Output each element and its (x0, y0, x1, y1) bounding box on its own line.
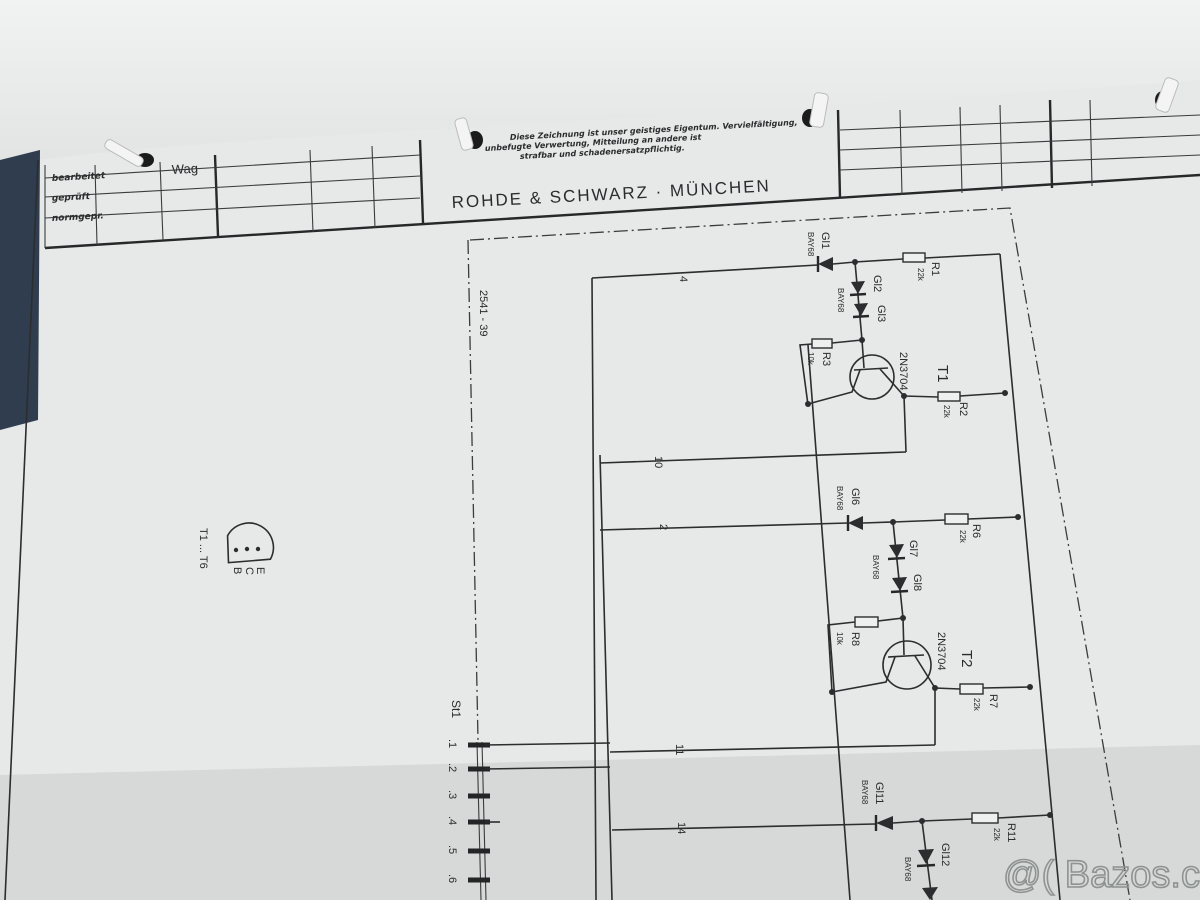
connector-pin (468, 742, 490, 748)
diode-gl11 (876, 816, 893, 830)
wire-label-11: 11 (673, 744, 685, 755)
r6-value-label: 22k (958, 530, 967, 544)
stage-t1 (799, 252, 1008, 453)
t1-ref-label: T1 (934, 365, 951, 383)
gl11-value-label: BAY68 (860, 780, 869, 805)
binder-edge (0, 150, 40, 430)
connector-pin (468, 877, 490, 883)
emitter-rail (807, 344, 851, 900)
gl8-ref-label: Gl8 (911, 574, 923, 591)
gl3-ref-label: Gl3 (875, 305, 887, 322)
gl1-value-label: BAY68 (806, 232, 815, 257)
resistor-r3 (811, 338, 833, 349)
gl7-value-label: BAY68 (871, 555, 880, 580)
wire-label-14: 14 (675, 822, 687, 834)
r11-ref-label: R11 (1005, 823, 1017, 842)
pin-b: B (231, 567, 243, 574)
stage-t2 (827, 513, 1033, 745)
connector-pin (468, 848, 490, 854)
bus-line-a (591, 277, 597, 900)
connector-pin (468, 793, 490, 799)
connector-st1: St1 .1 .2 .3 .4 .5 .6 (446, 700, 611, 900)
wire-10 (599, 451, 907, 464)
resistor-r11 (971, 812, 999, 824)
wire-11 (609, 744, 936, 753)
r3-value-label: 10k (806, 352, 815, 366)
row-label-normgepr: normgepr. (52, 211, 104, 224)
r7-ref-label: R7 (987, 694, 999, 708)
gl12-value-label: BAY68 (903, 857, 912, 882)
diode-gl3 (854, 303, 868, 316)
resistor-r7 (959, 683, 984, 695)
gl12-ref-label: Gl12 (939, 843, 951, 866)
wire-2 (599, 522, 849, 531)
pin-e: E (254, 567, 266, 574)
r2-value-label: 22k (942, 405, 951, 419)
connector-pin-label: .4 (446, 816, 458, 825)
drawing-number: 2541 - 39 (477, 290, 489, 336)
resistor-r8 (854, 616, 879, 628)
module-outline-left (467, 239, 479, 741)
gl1-ref-label: Gl1 (819, 232, 831, 249)
diode-gl8 (892, 577, 907, 591)
row-label-bearbeitet: bearbeitet (52, 171, 107, 184)
gl2-ref-label: Gl2 (871, 275, 883, 292)
r1-ref-label: R1 (929, 262, 941, 276)
r2-ref-label: R2 (957, 402, 969, 416)
transistor-t1 (849, 354, 895, 400)
t2-value-label: 2N3704 (935, 632, 947, 671)
r11-value-label: 22k (992, 828, 1001, 842)
r6-ref-label: R6 (970, 524, 982, 538)
transistor-pinout: E C B T1 ... T6 (197, 522, 275, 575)
connector-pin (468, 819, 490, 825)
gl2-value-label: BAY68 (836, 288, 845, 313)
name-cell: Wag (171, 161, 198, 177)
connector-pin-label: .2 (446, 763, 458, 772)
supply-rail (999, 253, 1061, 900)
diode-gl12 (918, 849, 934, 864)
transistor-t2 (882, 640, 932, 690)
connector-pin-label: .1 (446, 739, 458, 748)
pinout-label: T1 ... T6 (197, 528, 209, 569)
diode-gl6 (848, 516, 863, 530)
t2-ref-label: T2 (958, 650, 975, 668)
gl6-value-label: BAY68 (835, 486, 844, 511)
t1-value-label: 2N3704 (897, 352, 909, 391)
diode-gl1 (818, 257, 833, 271)
row-label-geprueft: geprüft (52, 192, 91, 204)
connector-pin-label: .6 (446, 874, 458, 883)
connector-name: St1 (449, 700, 463, 718)
r7-value-label: 22k (972, 698, 981, 712)
wire-label-2: 2 (657, 524, 669, 530)
connector-pin-label: .5 (446, 845, 458, 854)
wire-label-10: 10 (652, 456, 664, 468)
r8-value-label: 10k (835, 632, 844, 646)
diode-gl7 (889, 544, 904, 558)
wire-4 (591, 264, 819, 279)
module-outline (469, 207, 1131, 900)
lower-page-shadow (0, 745, 1200, 900)
r1-value-label: 22k (916, 268, 925, 282)
diode-gl2 (851, 281, 865, 294)
connector-pin (468, 766, 490, 772)
pin-c: C (243, 567, 255, 575)
gl11-ref-label: Gl11 (873, 782, 885, 804)
resistor-r1 (902, 252, 926, 263)
r3-ref-label: R3 (820, 352, 832, 366)
connector-pin-label: .3 (446, 790, 458, 799)
resistor-r2 (937, 391, 961, 402)
r8-ref-label: R8 (849, 632, 861, 646)
gl7-ref-label: Gl7 (907, 540, 919, 557)
wire-label-4: 4 (677, 276, 689, 282)
curled-top-page (0, 0, 1200, 165)
resistor-r6 (944, 513, 969, 525)
gl6-ref-label: Gl6 (849, 488, 861, 505)
page-border-left (4, 159, 39, 900)
watermark: @( Bazos.cz (1003, 854, 1200, 896)
binder-rings (104, 77, 1179, 167)
stage-3 (874, 812, 1053, 900)
wire-14 (611, 823, 876, 831)
